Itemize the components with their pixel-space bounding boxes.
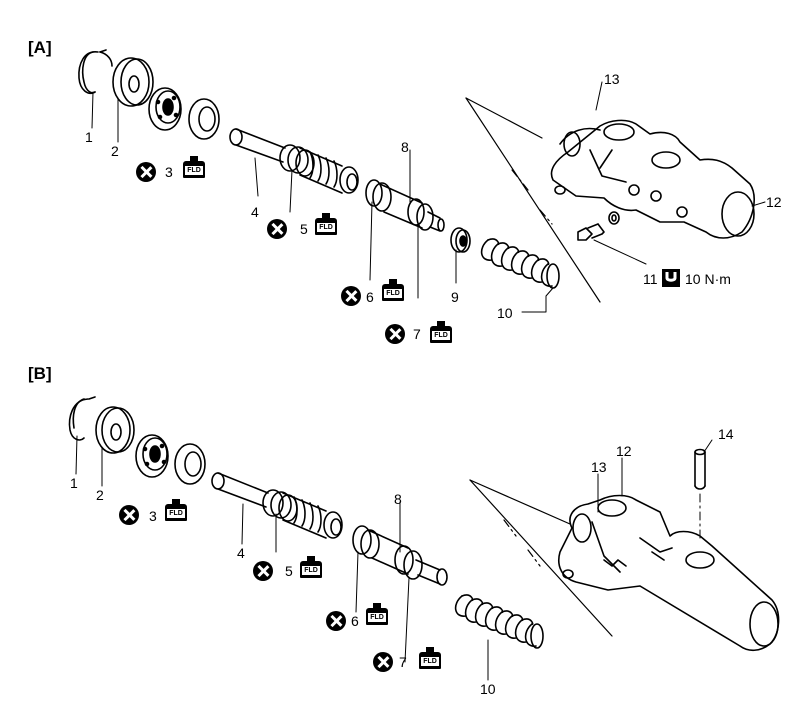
b-part-number-4: 4 (237, 545, 245, 561)
b-axis-dash (503, 519, 541, 567)
a-master-cylinder-body (550, 119, 755, 239)
b-seal (135, 434, 169, 478)
a-part-number-7: 7 (413, 326, 421, 342)
b-part-number-10: 10 (480, 681, 496, 697)
a-washer (188, 98, 220, 140)
b-primary-piston (211, 472, 343, 539)
a-brake-fluid-icon-3: FLD (183, 156, 205, 178)
a-part-number-8: 8 (401, 139, 409, 155)
a-torque-value: 10 N·m (685, 271, 731, 287)
a-primary-piston (229, 128, 359, 194)
a-wrench-icon (662, 269, 680, 287)
a-guide-line-lower (465, 97, 601, 303)
b-do-not-reuse-icon-5 (253, 561, 273, 581)
section-b-label: [B] (28, 364, 52, 383)
a-mounting-bolt (577, 211, 620, 241)
b-brake-fluid-icon-5: FLD (300, 556, 322, 578)
b-part-number-5: 5 (285, 563, 293, 579)
b-part-number-1: 1 (70, 475, 78, 491)
b-do-not-reuse-icon-7 (373, 652, 393, 672)
a-secondary-piston (365, 179, 445, 232)
b-bushing (95, 406, 135, 454)
a-snap-ring (78, 49, 113, 94)
b-part-number-13: 13 (591, 459, 607, 475)
b-do-not-reuse-icon-3 (119, 505, 139, 525)
a-do-not-reuse-icon-7 (385, 324, 405, 344)
b-part-number-6: 6 (351, 613, 359, 629)
b-return-spring (454, 594, 544, 649)
a-part-number-13: 13 (604, 71, 620, 87)
b-part-number-12: 12 (616, 443, 632, 459)
a-part-number-11: 11 (643, 271, 658, 287)
b-brake-fluid-icon-7: FLD (419, 647, 441, 669)
a-do-not-reuse-icon-6 (341, 286, 361, 306)
b-guide-line-upper (469, 479, 571, 525)
a-part-number-4: 4 (251, 204, 259, 220)
a-part-number-9: 9 (451, 289, 459, 305)
b-do-not-reuse-icon-6 (326, 611, 346, 631)
b-part-number-2: 2 (96, 487, 104, 503)
b-secondary-piston (352, 525, 448, 586)
b-part-number-8: 8 (394, 491, 402, 507)
b-leader-lines (75, 435, 713, 681)
a-guide-line-upper (465, 97, 543, 139)
a-do-not-reuse-icon-5 (267, 219, 287, 239)
b-part-number-3: 3 (149, 508, 157, 524)
a-axis-dash (511, 169, 553, 225)
a-seal (148, 87, 182, 131)
b-retaining-pin (694, 448, 706, 541)
a-part-number-2: 2 (111, 143, 119, 159)
b-guide-line-lower (469, 479, 613, 637)
a-piston-cup (450, 227, 471, 253)
a-part-number-10: 10 (497, 305, 513, 321)
a-bushing (112, 57, 154, 107)
b-brake-fluid-icon-6: FLD (366, 603, 388, 625)
a-leader-lines (91, 81, 766, 313)
a-return-spring (480, 238, 560, 289)
b-washer (174, 443, 206, 485)
a-brake-fluid-icon-5: FLD (315, 213, 337, 235)
a-brake-fluid-icon-7: FLD (430, 321, 452, 343)
a-part-number-5: 5 (300, 221, 308, 237)
b-part-number-7: 7 (399, 654, 407, 670)
a-part-number-3: 3 (165, 164, 173, 180)
section-a-label: [A] (28, 38, 52, 57)
b-brake-fluid-icon-3: FLD (165, 499, 187, 521)
a-part-number-1: 1 (85, 129, 93, 145)
a-do-not-reuse-icon-3 (136, 162, 156, 182)
b-master-cylinder-body (558, 494, 780, 652)
a-brake-fluid-icon-6: FLD (382, 279, 404, 301)
a-part-number-6: 6 (366, 289, 374, 305)
b-snap-ring (68, 396, 96, 441)
a-part-number-12: 12 (766, 194, 782, 210)
b-part-number-14: 14 (718, 426, 734, 442)
